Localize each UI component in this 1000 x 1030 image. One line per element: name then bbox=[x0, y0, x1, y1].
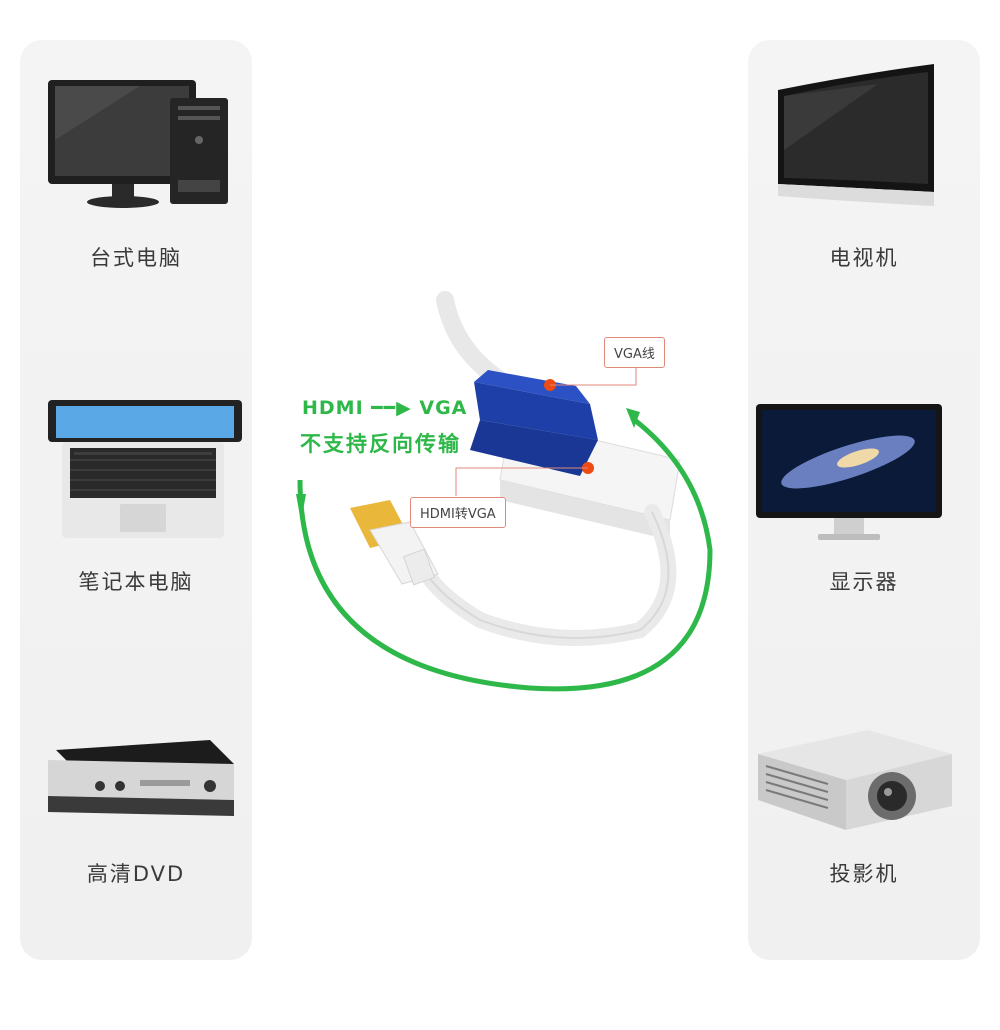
device-dvd: 高清DVD bbox=[20, 730, 252, 1030]
desktop-computer-icon bbox=[48, 80, 228, 208]
device-label: 笔记本电脑 bbox=[78, 570, 194, 594]
device-label: 电视机 bbox=[829, 246, 899, 270]
device-tv: 电视机 bbox=[748, 60, 980, 360]
hdmi-to-vga-adapter-illustration bbox=[296, 291, 713, 692]
monitor-icon bbox=[756, 404, 942, 540]
device-label: 投影机 bbox=[829, 862, 899, 886]
device-label: 高清DVD bbox=[86, 862, 186, 886]
direction-text: HDMI ━━▶ VGA bbox=[302, 397, 468, 419]
projector-icon bbox=[758, 730, 952, 830]
laptop-icon bbox=[48, 400, 242, 538]
warning-text: 不支持反向传输 bbox=[300, 432, 461, 456]
device-label: 显示器 bbox=[829, 570, 899, 594]
dvd-player-icon bbox=[48, 740, 234, 816]
device-desktop: 台式电脑 bbox=[20, 60, 252, 360]
vga-cable-callout: VGA线 bbox=[604, 337, 665, 368]
device-label: 台式电脑 bbox=[90, 246, 182, 270]
hdmi-to-vga-callout: HDMI转VGA bbox=[410, 497, 506, 528]
device-projector: 投影机 bbox=[748, 718, 980, 1018]
tv-icon bbox=[778, 64, 934, 206]
device-laptop: 笔记本电脑 bbox=[20, 388, 252, 688]
device-monitor: 显示器 bbox=[748, 388, 980, 688]
